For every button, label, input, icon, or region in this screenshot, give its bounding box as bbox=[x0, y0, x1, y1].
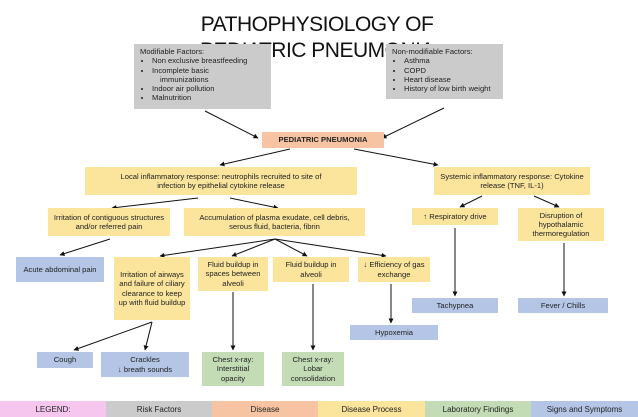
nonmodifiable-factors-box: Non-modifiable Factors: Asthma COPD Hear… bbox=[386, 44, 503, 99]
legend: LEGEND: Risk Factors Disease Disease Pro… bbox=[0, 401, 638, 417]
modifiable-item: Malnutrition bbox=[152, 93, 265, 102]
nonmodifiable-item: Asthma bbox=[404, 56, 497, 65]
modifiable-item: Non exclusive breastfeeding bbox=[152, 56, 265, 65]
legend-disease-process: Disease Process bbox=[318, 401, 425, 417]
gas-exchange-box: ↓ Efficiency of gas exchange bbox=[358, 257, 430, 282]
tachypnea-box: Tachypnea bbox=[412, 298, 498, 313]
cough-box: Cough bbox=[37, 352, 93, 368]
local-response-box: Local inflammatory response: neutrophils… bbox=[85, 167, 357, 195]
nonmodifiable-item: Heart disease bbox=[404, 75, 497, 84]
crackles-sub-label: ↓ breath sounds bbox=[117, 364, 173, 374]
crackles-label: Crackles bbox=[130, 355, 160, 365]
nonmodifiable-item: COPD bbox=[404, 66, 497, 75]
disease-box: PEDIATRIC PNEUMONIA bbox=[262, 132, 384, 148]
modifiable-heading: Modifiable Factors: bbox=[140, 47, 205, 56]
legend-disease: Disease bbox=[212, 401, 318, 417]
xray-interstitial-box: Chest x-ray: Interstitial opacity bbox=[202, 352, 264, 386]
legend-risk-factors: Risk Factors bbox=[106, 401, 212, 417]
modifiable-factors-box: Modifiable Factors: Non exclusive breast… bbox=[134, 44, 271, 109]
nonmodifiable-item: History of low birth weight bbox=[404, 84, 497, 93]
modifiable-item-cont: immunizations bbox=[160, 74, 209, 84]
irritation-contiguous-box: Irritation of contiguous structures and/… bbox=[48, 208, 170, 236]
xray-lobar-box: Chest x-ray: Lobar consolidation bbox=[282, 352, 344, 386]
modifiable-item: Indoor air pollution bbox=[152, 84, 265, 93]
hypothalamic-box: Disruption of hypothalamic thermoregulat… bbox=[518, 208, 604, 241]
abdominal-pain-box: Acute abdominal pain bbox=[16, 257, 104, 282]
fever-chills-box: Fever / Chills bbox=[518, 298, 608, 313]
respiratory-drive-box: ↑ Respiratory drive bbox=[412, 208, 498, 225]
accumulation-box: Accumulation of plasma exudate, cell deb… bbox=[184, 208, 365, 236]
ciliary-clearance-box: Irritation of airways and failure of cil… bbox=[114, 257, 190, 320]
legend-signs-symptoms: Signs and Symptoms bbox=[531, 401, 638, 417]
crackles-box: Crackles ↓ breath sounds bbox=[101, 352, 189, 377]
fluid-spaces-box: Fluid buildup in spaces between alveoli bbox=[198, 257, 268, 291]
legend-laboratory-findings: Laboratory Findings bbox=[425, 401, 531, 417]
nonmodifiable-heading: Non-modifiable Factors: bbox=[392, 47, 473, 56]
fluid-alveoli-box: Fluid buildup in alveoli bbox=[273, 257, 349, 282]
legend-label: LEGEND: bbox=[0, 401, 106, 417]
systemic-response-box: Systemic inflammatory response: Cytokine… bbox=[434, 167, 590, 195]
hypoxemia-box: Hypoxemia bbox=[350, 325, 438, 340]
